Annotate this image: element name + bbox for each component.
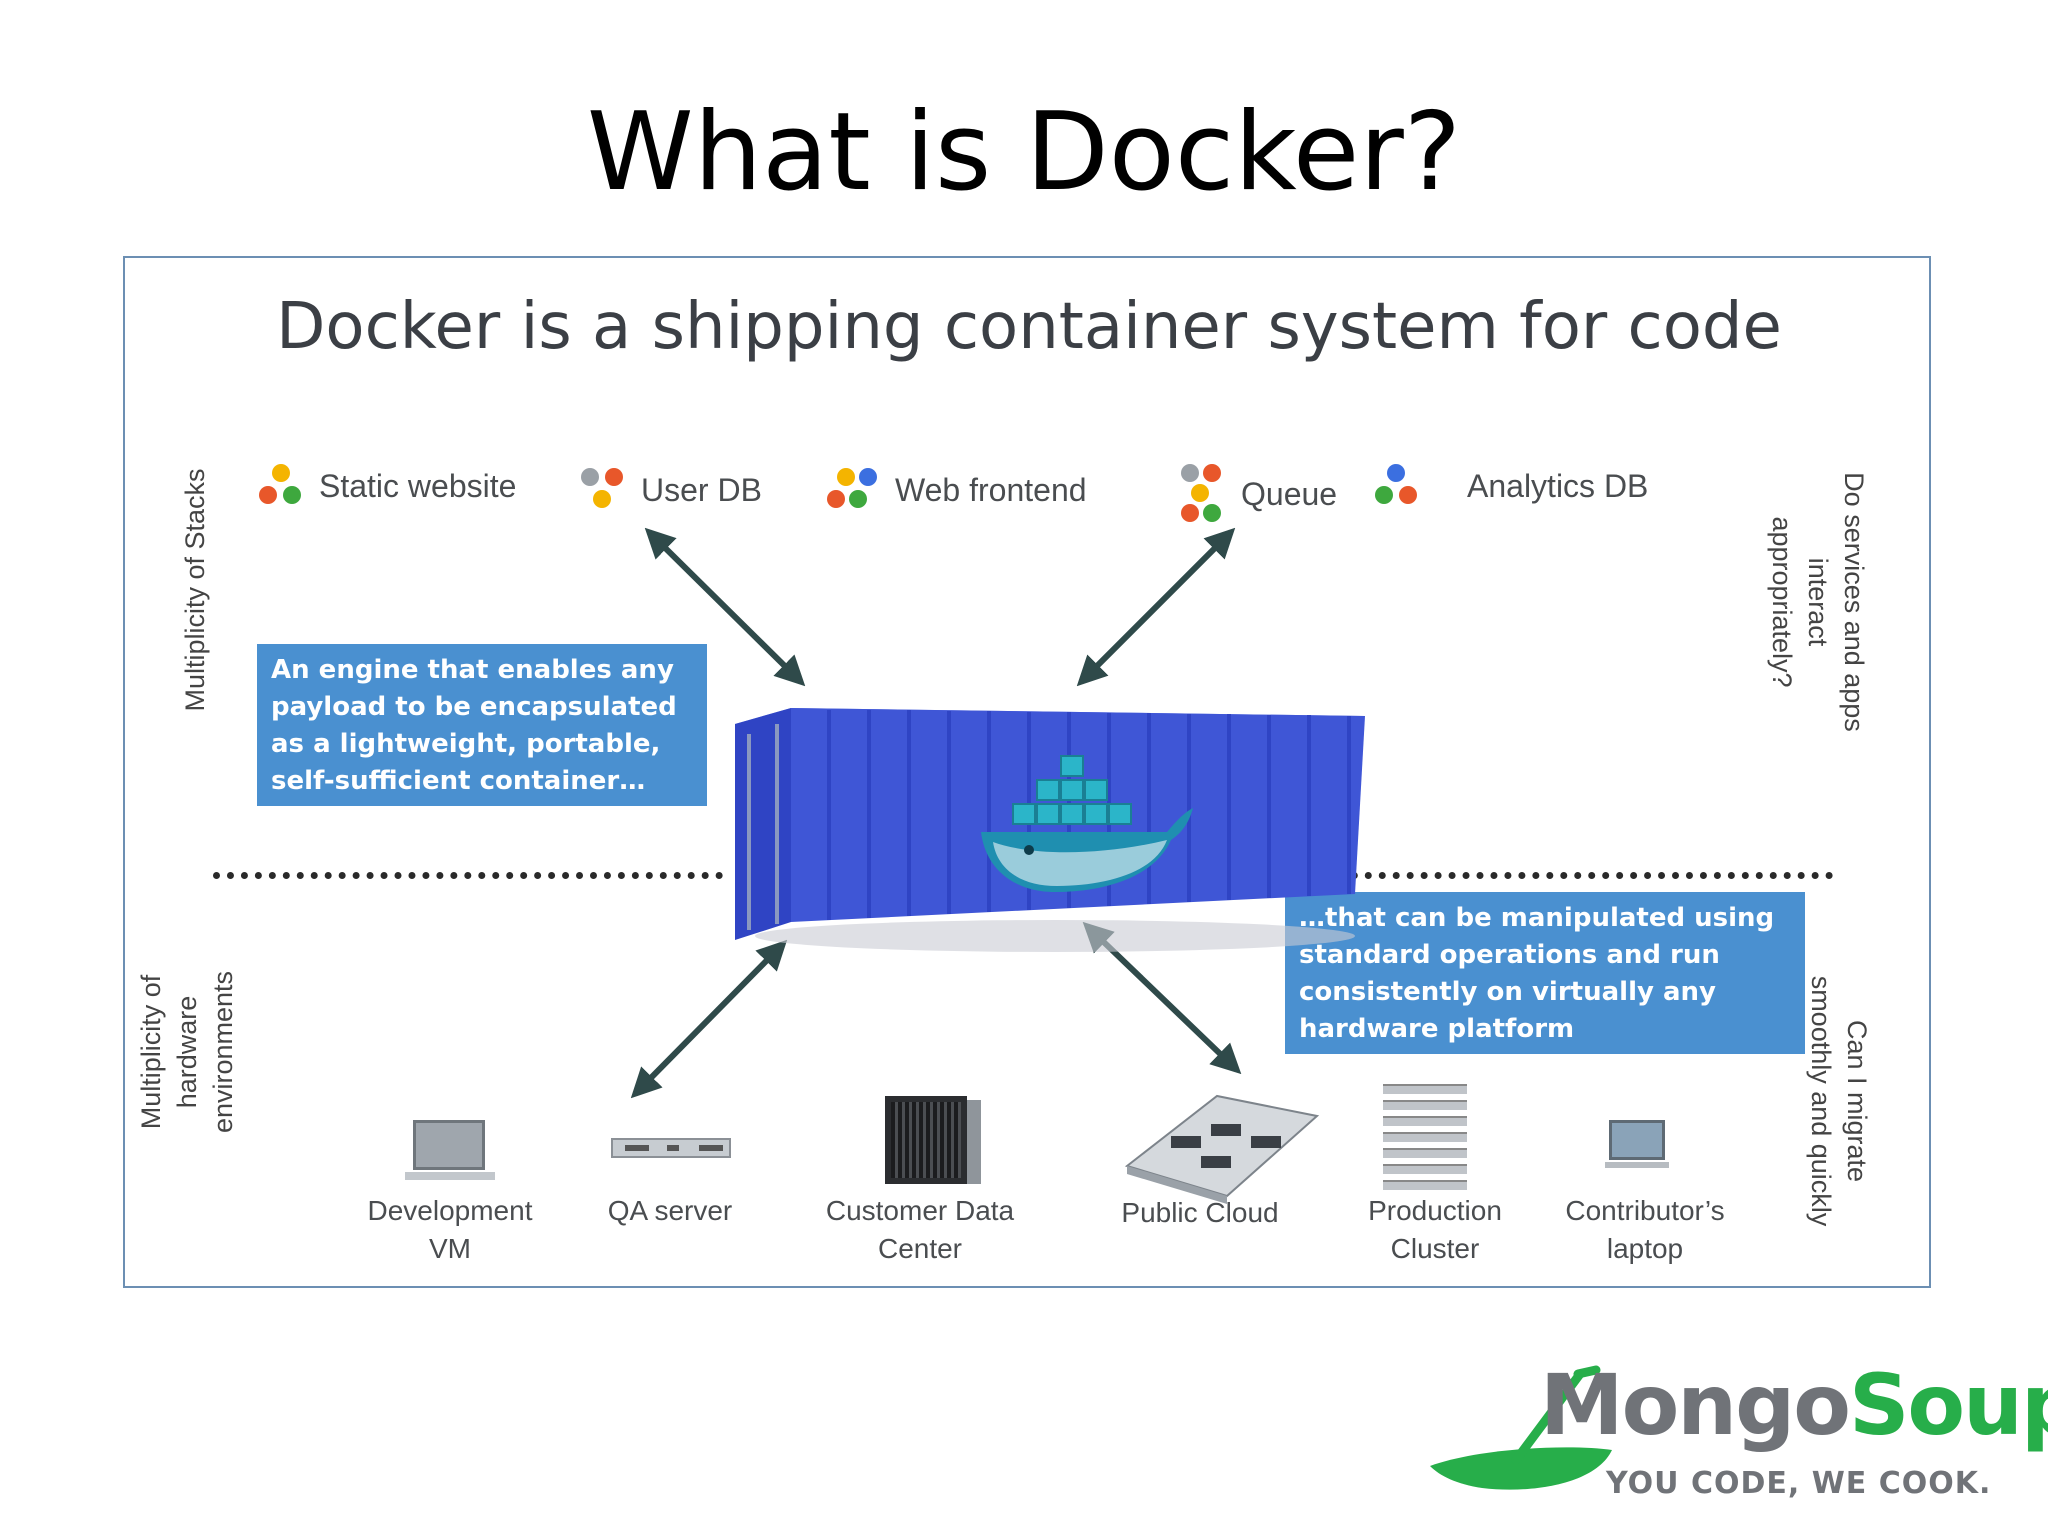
- stack-label: User DB: [641, 471, 762, 508]
- arrow-qa-server: [630, 939, 788, 1099]
- hardware-label-development-vm: Development VM: [367, 1195, 533, 1264]
- callout-engine: An engine that enables any payload to be…: [257, 644, 707, 806]
- diagram-heading: Docker is a shipping container system fo…: [276, 290, 1782, 364]
- stack-label: Static website: [319, 467, 517, 504]
- stack-analytics-db: Analytics DB: [1373, 462, 1648, 510]
- server-stack-icon: [1383, 1084, 1467, 1192]
- colored-dots-icon: [825, 466, 881, 514]
- slide-title: What is Docker?: [586, 90, 1462, 215]
- stack-web-frontend: Web frontend: [825, 466, 1087, 514]
- laptop-icon: [1605, 1120, 1669, 1172]
- colored-dots-icon: [579, 466, 627, 514]
- hardware-label-production-cluster: Production Cluster: [1368, 1195, 1502, 1264]
- brand-name-part1: Mongo: [1540, 1356, 1851, 1454]
- hardware-label-public-cloud: Public Cloud: [1121, 1197, 1279, 1228]
- hardware-label-customer-data-center: Customer Data Center: [825, 1195, 1015, 1264]
- soup-ladle-icon: [1430, 1365, 1612, 1490]
- stack-label: Queue: [1241, 475, 1338, 512]
- blade-chassis-icon: [885, 1096, 981, 1184]
- colored-dots-icon: [257, 462, 305, 510]
- stack-static-website: Static website: [257, 462, 516, 510]
- hardware-label-contributors-laptop: Contributor’s laptop: [1565, 1195, 1725, 1264]
- arrow-user-db: [644, 527, 806, 687]
- stack-label: Analytics DB: [1467, 467, 1649, 504]
- stack-queue: Queue: [1179, 464, 1337, 524]
- colored-dots-icon: [1179, 464, 1227, 524]
- mongosoup-logo: MongoSoup YOU CODE, WE COOK.: [1420, 1356, 2048, 1510]
- callout-manipulated: …that can be manipulated using standard …: [1285, 892, 1805, 1054]
- server-board-icon: [1124, 1094, 1320, 1204]
- divider-left: [213, 872, 723, 879]
- rack-server-icon: [611, 1138, 731, 1158]
- brand-name-part2: Soup: [1848, 1356, 2048, 1454]
- brand-tagline: YOU CODE, WE COOK.: [1606, 1466, 1992, 1501]
- docker-whale-icon: [981, 755, 1193, 892]
- divider-right: [1281, 872, 1833, 879]
- stack-user-db: User DB: [579, 466, 762, 514]
- laptop-icon: [405, 1120, 495, 1184]
- stack-label: Web frontend: [895, 471, 1087, 508]
- arrow-queue: [1076, 527, 1236, 687]
- colored-dots-icon: [1373, 462, 1421, 510]
- diagram-frame: Docker is a shipping container system fo…: [123, 256, 1931, 1288]
- hardware-label-qa-server: QA server: [607, 1195, 733, 1226]
- brand-name: MongoSoup: [1540, 1356, 2048, 1454]
